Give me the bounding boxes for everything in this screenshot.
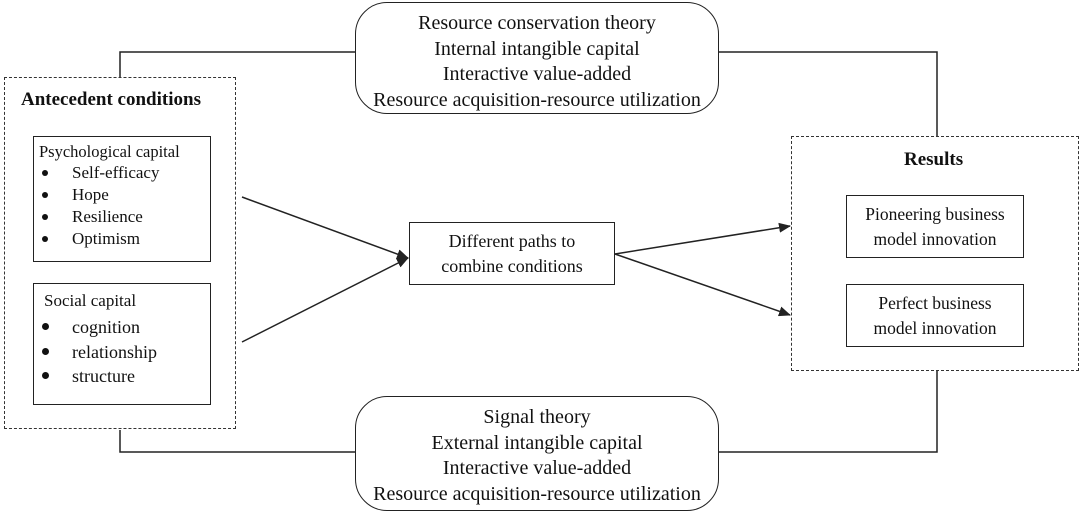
- social-capital-box: Social capital cognition relationship st…: [33, 283, 211, 405]
- bottom-theory-box: Signal theory External intangible capita…: [355, 396, 719, 511]
- top-theory-line-2: Internal intangible capital: [434, 37, 640, 60]
- bottom-theory-line-3: Interactive value-added: [442, 457, 632, 479]
- bullet-icon: [42, 323, 49, 330]
- antecedent-conditions-box: Antecedent conditions Psychological capi…: [4, 77, 236, 429]
- social-capital-title: Social capital: [44, 291, 137, 310]
- top-theory-line-1: Resource conservation theory: [418, 12, 656, 34]
- top-theory-line-4: Resource acquisition-resource utilizatio…: [373, 88, 701, 111]
- arrow-social-to-paths: [241, 257, 409, 343]
- pioneering-innovation-box: Pioneering business model innovation: [846, 195, 1024, 258]
- bullet-icon: [42, 372, 49, 379]
- list-item: structure: [34, 364, 210, 389]
- different-paths-line-2: combine conditions: [441, 256, 583, 276]
- list-item: Self-efficacy: [34, 162, 210, 184]
- bullet-icon: [42, 170, 48, 176]
- different-paths-box: Different paths to combine conditions: [409, 222, 615, 285]
- bullet-icon: [42, 192, 48, 198]
- results-title: Results: [904, 149, 964, 170]
- bottom-theory-line-2: External intangible capital: [431, 431, 643, 454]
- results-box: Results Pioneering business model innova…: [791, 136, 1079, 371]
- bottom-theory-line-1: Signal theory: [483, 406, 591, 428]
- bullet-icon: [42, 347, 49, 355]
- different-paths-line-1: Different paths to: [448, 231, 576, 251]
- bottom-right-connector: [718, 371, 938, 453]
- bullet-icon: [42, 214, 48, 220]
- bullet-icon: [42, 236, 48, 242]
- top-theory-line-3: Interactive value-added: [442, 63, 632, 85]
- perfect-line-1: Perfect business: [878, 293, 992, 313]
- psychological-capital-title: Psychological capital: [39, 142, 180, 161]
- top-left-connector: [119, 51, 356, 78]
- arrow-psych-to-paths: [241, 196, 409, 259]
- antecedent-conditions-title: Antecedent conditions: [21, 89, 201, 110]
- arrow-paths-to-pioneering: [614, 222, 791, 255]
- list-item: relationship: [34, 340, 210, 365]
- perfect-line-2: model innovation: [873, 318, 997, 338]
- psychological-capital-list: Self-efficacy Hope Resilience Optimism: [34, 162, 210, 250]
- list-item: Hope: [34, 184, 210, 206]
- top-theory-box: Resource conservation theory Internal in…: [355, 2, 719, 114]
- bottom-theory-line-4: Resource acquisition-resource utilizatio…: [373, 482, 701, 505]
- social-capital-list: cognition relationship structure: [34, 315, 210, 389]
- bottom-left-connector: [119, 430, 356, 453]
- top-right-connector: [718, 51, 938, 137]
- list-item: cognition: [34, 315, 210, 340]
- list-item: Optimism: [34, 228, 210, 250]
- arrow-paths-to-perfect: [614, 253, 791, 317]
- pioneering-line-2: model innovation: [873, 229, 997, 249]
- perfect-innovation-box: Perfect business model innovation: [846, 284, 1024, 347]
- list-item: Resilience: [34, 206, 210, 228]
- psychological-capital-box: Psychological capital Self-efficacy Hope…: [33, 136, 211, 262]
- pioneering-line-1: Pioneering business: [865, 204, 1005, 224]
